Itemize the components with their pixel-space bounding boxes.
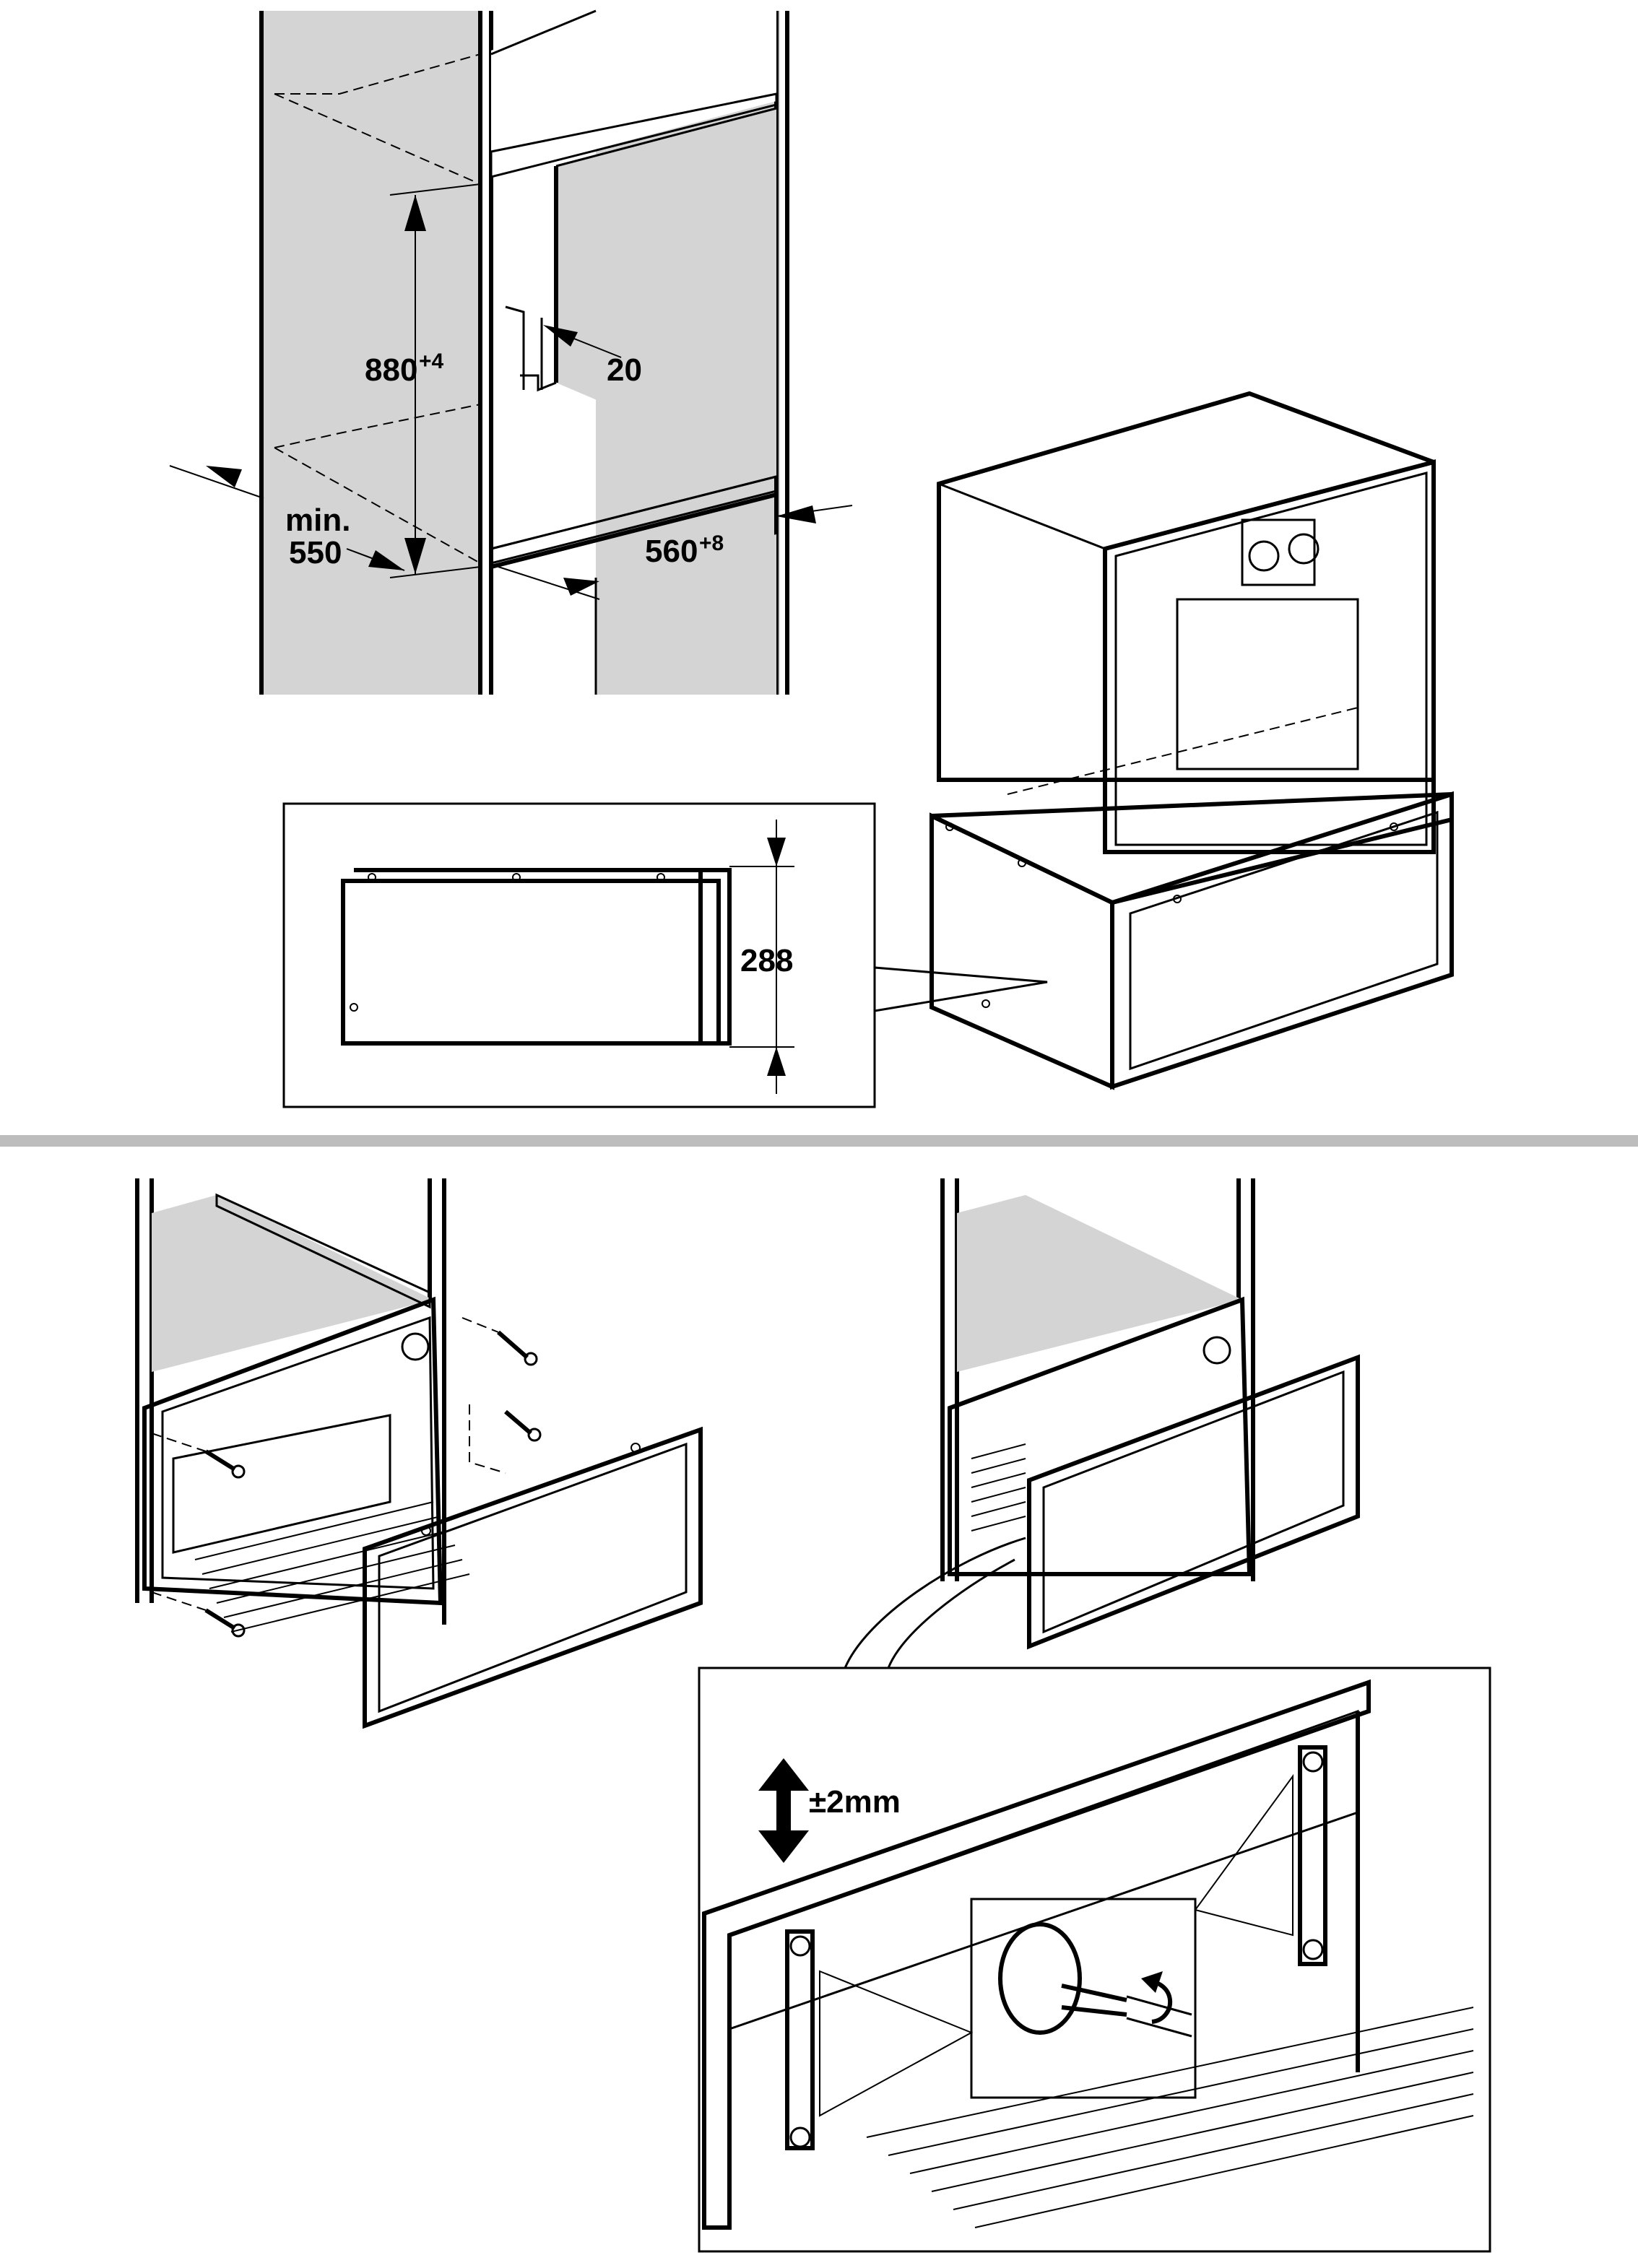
screw-left-upper: [151, 1433, 246, 1479]
width-value-label: 560: [645, 534, 698, 569]
adjustment-rail-right: [1298, 1745, 1327, 1966]
drawer-front-panel: [363, 1426, 703, 1729]
oven-knob-left: [1248, 540, 1280, 572]
min-label: min.: [285, 503, 350, 538]
up-down-arrow-icon: [758, 1758, 809, 1863]
oven-control-panel: [1241, 518, 1316, 586]
drawer-front: [1110, 791, 1454, 1090]
detached-drawer-front: [1027, 1354, 1360, 1650]
oven-body: [937, 391, 1436, 782]
oven-window: [1176, 598, 1359, 770]
drawer-height-label: 288: [740, 943, 793, 978]
drawer-front-adjust-illustration: [844, 1178, 1360, 1669]
mounting-knob: [401, 1332, 430, 1361]
drawer-side: [930, 812, 1114, 1090]
oven-knob-right: [1288, 533, 1320, 565]
adjustment-knob: [998, 1922, 1082, 2035]
screwdriver-detail: [970, 1898, 1197, 2099]
inset-frame: [282, 802, 876, 1108]
screw-mid-right: [469, 1404, 542, 1474]
height-tolerance-label: +4: [419, 349, 444, 373]
drawer-side-view: [341, 879, 721, 1046]
height-value-label: 880: [365, 352, 417, 388]
upper-shelf: [490, 92, 778, 178]
section-divider: [0, 1135, 1638, 1147]
gap-value-label: 20: [607, 352, 642, 388]
drawer-mounting-illustration: [135, 1178, 703, 1729]
cabinet-niche-illustration: [259, 9, 789, 695]
adjustment-detail-inset: [698, 1667, 1491, 2253]
cabinet-drawer-frame: [948, 1296, 1252, 1576]
drawer-top: [930, 791, 1454, 905]
gap-arrow: [543, 325, 578, 347]
dimension-lines: [169, 183, 853, 600]
adjustment-rail-left: [785, 1929, 815, 2150]
detail-frame: [698, 1667, 1491, 2253]
drawer-frame: [142, 1296, 443, 1606]
oven-front: [1103, 459, 1436, 854]
oven-on-drawer-illustration: [930, 391, 1454, 1090]
screw-left-lower: [151, 1591, 246, 1638]
screw-top-right: [462, 1317, 538, 1366]
drawer-height-inset: [282, 802, 1048, 1108]
cabinet-left-side-panel: [260, 11, 480, 695]
width-tolerance-label: +8: [699, 531, 724, 555]
adjust-range-label: ±2mm: [809, 1784, 901, 1820]
min-value-label: 550: [289, 535, 342, 570]
